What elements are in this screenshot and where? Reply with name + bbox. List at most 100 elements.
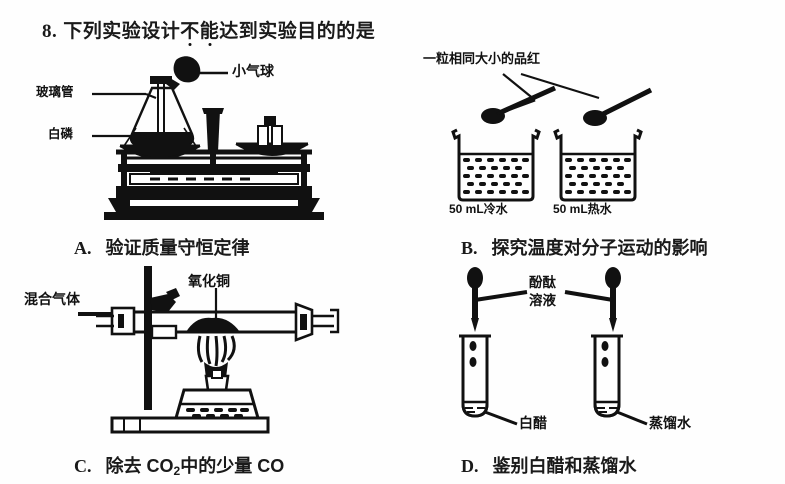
weight-1 xyxy=(257,125,269,147)
question-text-after: 达到实验目的的是 xyxy=(219,21,376,42)
side-posts xyxy=(121,152,307,188)
base-inset xyxy=(130,200,298,206)
base-top xyxy=(116,186,312,198)
right-beaker-outline xyxy=(553,128,643,202)
option-b-diagram: 一粒相同大小的品红 50 mL冷水 50 mL热水 xyxy=(393,48,785,220)
left-pan-strings xyxy=(123,127,197,147)
right-beaker-water-fill xyxy=(565,158,631,194)
option-c-key: C. xyxy=(74,456,92,476)
options-grid: 玻璃管 白磷 小气球 A. 验证质量守恒定律 xyxy=(0,48,785,484)
flame-strokes xyxy=(196,335,236,367)
label-crystal-grain: 一粒相同大小的品红 xyxy=(423,51,541,66)
left-connector-core xyxy=(118,314,124,328)
balance-scale-drawing xyxy=(92,56,324,220)
option-d: 酚酞 溶液 白醋 蒸馏水 D. 鉴别白醋和蒸馏水 xyxy=(393,266,785,484)
left-tube-bottom xyxy=(461,403,489,418)
option-c-caption: C. 除去 CO2中的少量 CO xyxy=(0,452,466,478)
option-b: 一粒相同大小的品红 50 mL冷水 50 mL热水 B.探究温度对分子运动的影响 xyxy=(393,48,785,266)
right-spoon-bowl xyxy=(583,110,607,126)
left-dropper-leader xyxy=(474,290,528,302)
stand-rod-tip xyxy=(144,266,152,270)
stand-base-detail xyxy=(123,418,141,432)
right-drop-1 xyxy=(601,341,609,351)
option-d-caption-text: 鉴别白醋和蒸馏水 xyxy=(492,456,637,476)
option-d-caption: D. 鉴别白醋和蒸馏水 xyxy=(393,452,785,478)
frame-bar xyxy=(118,164,310,172)
question-number: 8. xyxy=(42,21,58,42)
base-foot xyxy=(104,212,324,220)
option-a-diagram: 玻璃管 白磷 小气球 xyxy=(0,48,392,220)
option-c: 混合气体 氧化铜 C. 除去 CO2中的少量 CO xyxy=(0,266,392,484)
option-b-key: B. xyxy=(461,238,478,258)
lower-clamp-box xyxy=(150,324,178,340)
lamp-wick xyxy=(211,369,223,379)
left-drop-2 xyxy=(469,357,477,367)
weight-knob xyxy=(264,116,276,126)
emphasis-char-1: 不 xyxy=(180,16,200,43)
right-tube-bottom xyxy=(593,403,621,418)
distilled-water-leader xyxy=(616,410,648,426)
beakers-drawing xyxy=(451,72,653,202)
left-tube-liquid-texture xyxy=(465,407,485,413)
glass-tube-stand-drawing xyxy=(78,266,340,434)
option-a-caption: A. 验证质量守恒定律 xyxy=(0,234,466,260)
label-cold-water: 50 mL冷水 xyxy=(449,202,508,216)
right-dropper-bulb xyxy=(605,267,621,289)
option-a-caption-text: 验证质量守恒定律 xyxy=(105,238,250,258)
right-dropper-leader xyxy=(564,290,614,302)
test-tubes-drawing xyxy=(459,267,648,426)
center-column xyxy=(206,110,220,152)
label-small-balloon: 小气球 xyxy=(232,63,274,79)
option-d-key: D. xyxy=(461,456,479,476)
left-spoon-bowl xyxy=(481,108,505,124)
left-drop-1 xyxy=(469,341,477,351)
label-copper-oxide: 氧化铜 xyxy=(188,273,230,289)
white-vinegar-leader xyxy=(484,410,518,426)
left-beaker-water-fill xyxy=(463,158,529,194)
right-drop-2 xyxy=(601,357,609,367)
label-hot-water: 50 mL热水 xyxy=(553,202,612,216)
stand-rod xyxy=(144,270,152,410)
question-stem: 8.下列实验设计不能达到实验目的的是 xyxy=(42,16,375,43)
stand-base xyxy=(110,416,270,434)
option-a: 玻璃管 白磷 小气球 A. 验证质量守恒定律 xyxy=(0,48,392,266)
crystal-leader-right xyxy=(520,72,600,100)
option-c-caption-sub: 2 xyxy=(173,464,181,478)
clamp-screw xyxy=(166,288,180,300)
question-emphasis: 不能 xyxy=(180,21,219,42)
option-d-diagram: 酚酞 溶液 白醋 蒸馏水 xyxy=(393,266,785,438)
emphasis-char-2: 能 xyxy=(200,16,220,43)
outlet-flare xyxy=(330,308,340,334)
question-text-before: 下列实验设计 xyxy=(63,21,181,42)
label-glass-tube: 玻璃管 xyxy=(36,85,74,99)
option-c-caption-post: 中的少量 CO xyxy=(180,456,285,476)
label-phenolphthalein-1: 酚酞 xyxy=(529,275,556,290)
tube-clamp xyxy=(150,294,176,312)
phosphorus-pointer xyxy=(139,134,151,140)
label-phenolphthalein-2: 溶液 xyxy=(529,293,556,308)
right-dropper-tip xyxy=(609,318,617,332)
option-b-caption: B.探究温度对分子运动的影响 xyxy=(393,234,785,260)
label-distilled-water: 蒸馏水 xyxy=(649,415,691,431)
right-connector-core xyxy=(300,314,307,330)
left-spoon-edge xyxy=(496,98,536,116)
left-dropper-tip xyxy=(471,318,479,332)
right-spoon-handle xyxy=(597,87,653,119)
rubber-stopper xyxy=(150,76,172,84)
weight-2 xyxy=(271,125,283,147)
label-white-vinegar: 白醋 xyxy=(519,415,547,431)
label-mixed-gas: 混合气体 xyxy=(24,291,80,307)
left-dropper-bulb xyxy=(467,267,483,289)
label-white-phosphorus: 白磷 xyxy=(48,127,74,141)
right-tube-liquid-texture xyxy=(597,407,617,413)
tube-pointer xyxy=(145,92,157,100)
balloon-shape xyxy=(173,56,201,83)
left-inlet-pipe xyxy=(96,314,114,328)
flask-contents xyxy=(131,132,193,146)
option-c-caption-pre: 除去 CO xyxy=(105,456,174,476)
option-a-key: A. xyxy=(74,238,92,258)
left-beaker-outline xyxy=(451,128,541,202)
right-outlet-pipe xyxy=(312,314,334,328)
column-cap xyxy=(202,108,224,114)
